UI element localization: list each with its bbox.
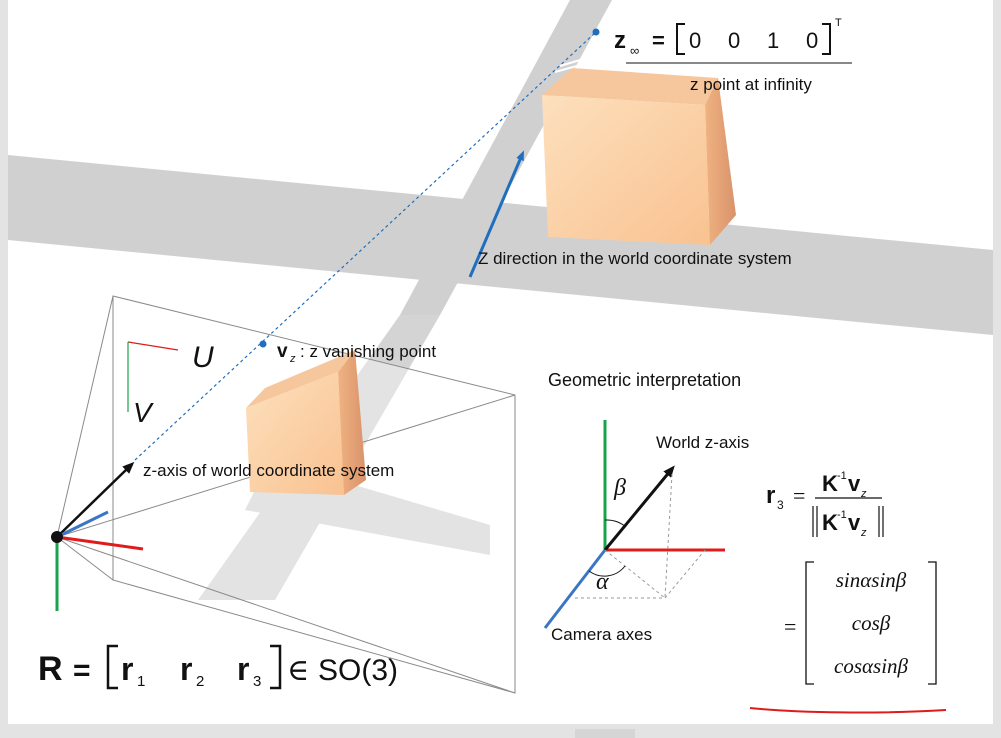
- world-z-direction-label: Z direction in the world coordinate syst…: [478, 249, 792, 268]
- vanishing-point-label: : z vanishing point: [300, 342, 436, 361]
- rotation-r1: r: [121, 651, 133, 687]
- vector-equals: =: [784, 614, 796, 639]
- horizontal-road: [8, 155, 993, 335]
- rotation-r2-subscript: 2: [196, 673, 204, 690]
- far-box-side: [705, 78, 736, 245]
- red-underline-annotation: [749, 707, 947, 714]
- r3-symbol: r: [766, 482, 775, 509]
- geometric-figure: [543, 420, 725, 629]
- rotation-group: SO(3): [318, 654, 398, 687]
- geo-dash-projection: [604, 549, 666, 599]
- camera-x-axis: [56, 535, 144, 551]
- geo-world-z-arrow: [603, 465, 675, 551]
- image-box-top: [246, 350, 355, 408]
- numerator-v-subscript: z: [860, 488, 867, 500]
- vector-row-3: cosαsinβ: [834, 654, 909, 678]
- rotation-r3-subscript: 3: [253, 673, 261, 690]
- image-u-label: U: [192, 341, 214, 374]
- geometric-title: Geometric interpretation: [548, 370, 741, 390]
- z-infinity-equals: =: [652, 28, 665, 53]
- rotation-member: ∈: [287, 654, 309, 687]
- denominator-v-subscript: z: [860, 527, 867, 539]
- geo-z-axis: [543, 549, 607, 629]
- vector-left-bracket: [805, 561, 814, 685]
- z-matrix-left-bracket: [676, 23, 685, 55]
- denominator-inverse: -1: [837, 509, 847, 521]
- denominator-K: K: [822, 510, 838, 535]
- z-infinity-symbol: z: [614, 27, 626, 54]
- vector-row-1: sinαsinβ: [836, 568, 907, 592]
- rotation-r1-subscript: 1: [137, 673, 145, 690]
- denominator-v: v: [848, 510, 861, 535]
- image-box: [246, 350, 366, 495]
- rotation-right-bracket: [270, 644, 282, 690]
- z-infinity-subscript: ∞: [630, 43, 639, 58]
- rotation-r2: r: [180, 651, 192, 687]
- r3-subscript: 3: [777, 498, 784, 512]
- scroll-peek: [575, 729, 635, 738]
- r3-equals: =: [793, 483, 805, 508]
- frustum-edge-4: [56, 536, 114, 581]
- geo-beta-label: β: [613, 475, 626, 501]
- image-u-axis: [127, 341, 179, 351]
- far-box: [542, 68, 736, 245]
- geo-beta-arc: [604, 519, 627, 528]
- vanishing-ray: [134, 31, 597, 461]
- z-infinity-caption: z point at infinity: [690, 75, 812, 94]
- rotation-left-bracket: [106, 644, 118, 690]
- rotation-formula: R = r 1 r 2 r 3 ∈ SO(3): [38, 644, 398, 690]
- z-matrix-transpose: T: [835, 17, 842, 29]
- geo-dash-vertical: [664, 473, 673, 599]
- horizon-line-1: [559, 44, 631, 67]
- camera-z-axis: [56, 510, 109, 539]
- numerator-inverse: -1: [837, 470, 847, 482]
- horizon-line-2: [554, 51, 628, 73]
- geo-alpha-arc: [588, 565, 626, 577]
- z-matrix-value-2: 0: [728, 28, 740, 53]
- geo-dash-right: [664, 549, 706, 599]
- vector-right-bracket: [928, 561, 937, 685]
- world-z-direction-arrow: [468, 150, 524, 278]
- rotation-equals: =: [73, 654, 91, 687]
- numerator-K: K: [822, 471, 838, 496]
- image-box-side: [338, 350, 366, 495]
- vanishing-point: [259, 340, 267, 348]
- infinity-point: [592, 28, 600, 36]
- camera-center: [51, 531, 63, 543]
- image-box-front: [246, 372, 344, 495]
- z-matrix-value-4: 0: [806, 28, 818, 53]
- vertical-road-far: [400, 0, 612, 315]
- vanishing-subscript: z: [289, 353, 296, 365]
- far-box-top: [542, 68, 718, 105]
- numerator-v: v: [848, 471, 861, 496]
- vector-row-2: cosβ: [852, 611, 891, 635]
- vanishing-symbol: v: [277, 341, 288, 362]
- geo-world-z-label: World z-axis: [656, 433, 749, 452]
- camera-frustum: [56, 295, 516, 694]
- frustum-edge-3: [56, 536, 516, 694]
- z-matrix-value-1: 0: [689, 28, 701, 53]
- world-axis-in-camera-label: z-axis of world coordinate system: [143, 461, 394, 480]
- rotation-R: R: [38, 650, 63, 688]
- far-box-front: [542, 95, 710, 245]
- geo-camera-axes-label: Camera axes: [551, 625, 652, 644]
- image-v-label: V: [133, 397, 154, 428]
- world-z-in-camera-arrow: [56, 461, 135, 538]
- z-matrix-right-bracket: [822, 23, 831, 55]
- z-matrix-value-3: 1: [767, 28, 779, 53]
- frustum-edge-1: [56, 295, 114, 538]
- r3-formula: r 3 = K -1 v z K -1 v z = sinαsinβ cosβ …: [766, 470, 937, 685]
- geo-alpha-label: α: [596, 569, 609, 595]
- rotation-r3: r: [237, 651, 249, 687]
